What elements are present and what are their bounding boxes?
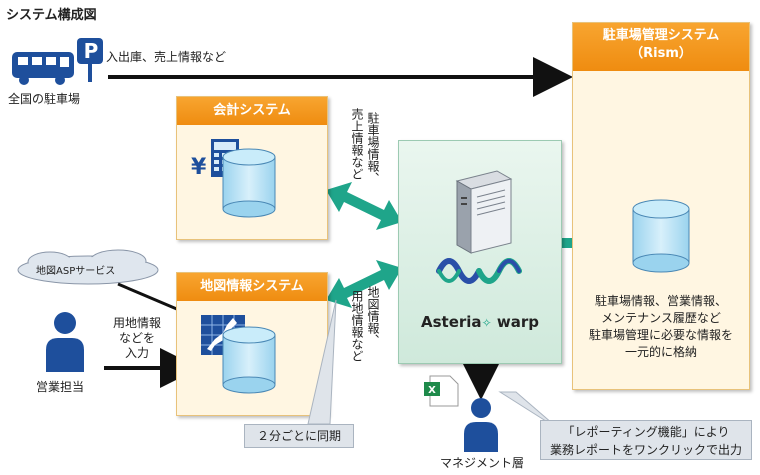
desc-line2: メンテナンス履歴など <box>601 311 721 325</box>
parking-mgmt-title-line2: （Rism） <box>630 46 692 61</box>
brand-asteria: Asteria <box>421 313 482 331</box>
map-system-title: 地図情報システム <box>177 273 327 301</box>
parking-sign-icon <box>77 38 103 82</box>
desc-line1: 駐車場情報、営業情報、 <box>594 294 727 308</box>
asteria-hub-box: Asteria✧ warp <box>398 140 562 364</box>
label-top-arrow: 入出庫、売上情報など <box>106 50 227 64</box>
sales-person-label: 営業担当 <box>36 380 85 394</box>
label-parking-nationwide: 全国の駐車場 <box>8 92 81 106</box>
land-info-line2: などを <box>118 331 155 345</box>
desc-line3: 駐車場管理に必要な情報を <box>588 328 733 342</box>
asteria-brand: Asteria✧ warp <box>399 313 561 331</box>
page-title: システム構成図 <box>6 8 97 23</box>
arrow-hub-rism <box>524 230 614 256</box>
land-info-line1: 用地情報 <box>112 316 161 330</box>
yen-icon: ¥ <box>191 155 207 180</box>
accounting-system-box: 会計システム ¥ <box>176 96 328 240</box>
vlabel-map-b: 用地情報など <box>350 290 364 362</box>
vlabel-accounting-b: 売上情報など <box>350 108 364 180</box>
parking-mgmt-description: 駐車場情報、営業情報、 メンテナンス履歴など 駐車場管理に必要な情報を 一元的に… <box>573 293 749 361</box>
accounting-icons <box>211 139 276 218</box>
hub-icons <box>436 170 522 284</box>
rism-icons <box>632 199 690 273</box>
asteria-logo-icon <box>436 258 522 284</box>
database-icon-map <box>222 326 276 394</box>
excel-file-icon: X <box>424 375 459 407</box>
cloud-icon <box>17 249 159 285</box>
parking-sign-letter: P <box>83 39 99 63</box>
database-icon-rism <box>632 199 690 273</box>
land-info-line3: 入力 <box>124 346 149 360</box>
person-icon-sales <box>46 312 84 372</box>
report-callout: 「レポーティング機能」により 業務レポートをワンクリックで出力 <box>540 420 752 460</box>
parking-mgmt-title-line1: 駐車場管理システム <box>602 28 720 43</box>
land-info-label: 用地情報 などを 入力 <box>104 316 170 361</box>
sync-callout: ２分ごとに同期 <box>244 424 354 448</box>
management-label: マネジメント層 <box>440 456 525 470</box>
arrow-accounting-hub <box>326 182 402 230</box>
brand-warp: warp <box>496 313 539 331</box>
bus-icon <box>12 52 74 85</box>
report-line1: 「レポーティング機能」により <box>562 425 730 439</box>
svg-text:X: X <box>428 385 436 396</box>
server-icon <box>455 170 513 254</box>
person-icon-management <box>464 398 498 452</box>
desc-line4: 一元的に格納 <box>624 345 697 359</box>
accounting-system-title: 会計システム <box>177 97 327 125</box>
parking-mgmt-box: 駐車場管理システム （Rism） 駐車場情報、営業情報、 メンテナンス履歴など … <box>572 22 750 390</box>
parking-mgmt-header: 駐車場管理システム （Rism） <box>573 23 749 71</box>
report-line2: 業務レポートをワンクリックで出力 <box>549 443 742 457</box>
database-icon-accounting <box>222 148 276 218</box>
vlabel-map-a: 地図情報、 <box>366 286 380 346</box>
brand-star-icon: ✧ <box>481 316 492 330</box>
arrow-map-hub <box>326 260 402 308</box>
asp-cloud-label: 地図ASPサービス <box>36 266 116 277</box>
vlabel-accounting-a: 駐車場情報、 <box>366 112 380 184</box>
map-icons <box>201 315 276 394</box>
